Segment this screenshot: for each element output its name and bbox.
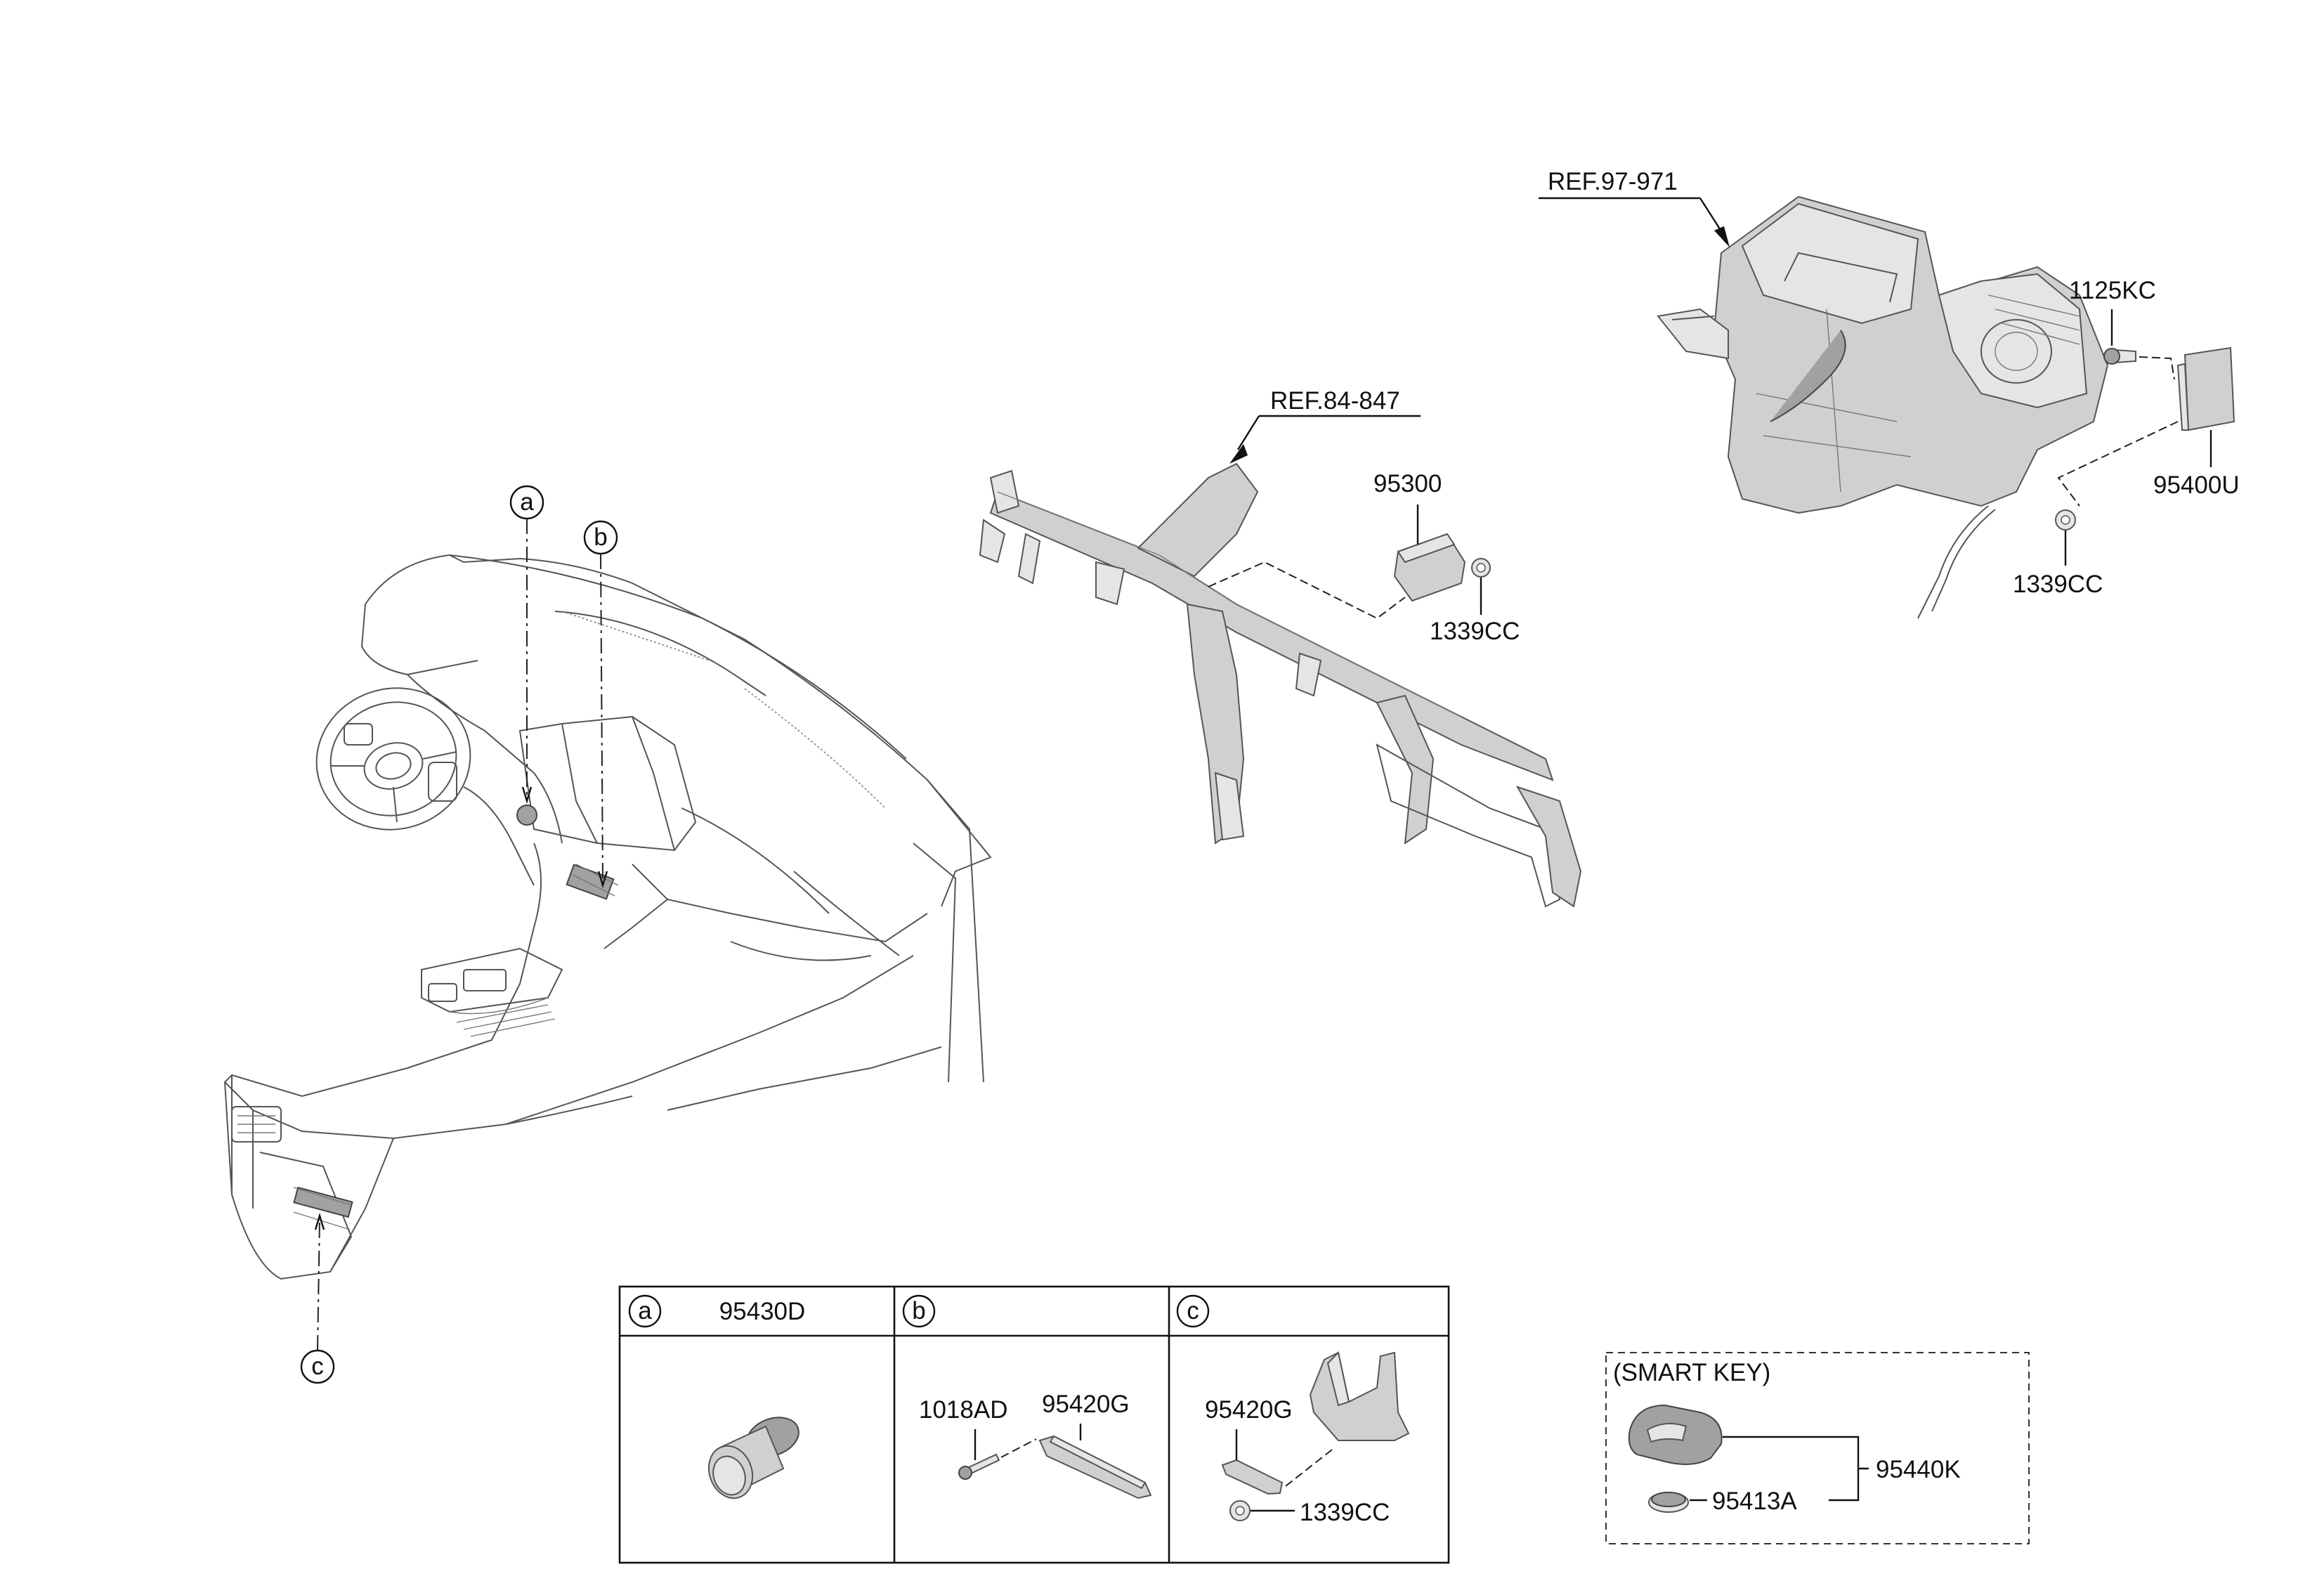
svg-text:95440K: 95440K (1876, 1456, 1961, 1483)
module-95400u: 95400U (2153, 346, 2240, 499)
key-fob (1628, 1404, 1723, 1465)
ref-cowl-crossbar: REF.84-847 (1229, 387, 1421, 464)
leader-1018ad (1000, 1438, 1037, 1458)
leader-c (317, 1218, 320, 1351)
svg-text:a: a (520, 488, 534, 516)
detail-table: a 95430D b 1018AD 95420G (618, 1285, 1450, 1564)
antenna-95420g-c (1221, 1459, 1284, 1495)
svg-text:b: b (912, 1297, 925, 1325)
svg-text:95413A: 95413A (1712, 1488, 1797, 1515)
svg-text:95400U: 95400U (2153, 471, 2240, 499)
antenna-95420g-b (1038, 1435, 1152, 1499)
svg-text:REF.97-971: REF.97-971 (1548, 168, 1678, 195)
svg-text:c: c (1187, 1297, 1199, 1325)
svg-text:(SMART KEY): (SMART KEY) (1613, 1359, 1770, 1386)
heater-unit-illustration (1657, 195, 2109, 619)
callout-c: c (300, 1349, 335, 1384)
leader-95300 (1208, 561, 1406, 620)
screw-1018ad (958, 1453, 1000, 1480)
dashboard-illustration (223, 554, 992, 1280)
arrow-a (521, 786, 533, 805)
nut-1339cc-c (1229, 1500, 1251, 1521)
svg-text:95300: 95300 (1373, 470, 1442, 497)
detail-cell-b: b 1018AD 95420G (902, 1294, 1152, 1499)
bolt-1125kc: 1125KC (2069, 277, 2156, 365)
svg-text:a: a (638, 1297, 652, 1325)
cowl-crossbar-illustration (979, 462, 1582, 908)
svg-text:1125KC: 1125KC (2069, 277, 2156, 304)
nut-1339cc-heater: 1339CC (2013, 509, 2103, 598)
leader-c-antenna (1285, 1447, 1336, 1487)
svg-text:1339CC: 1339CC (2013, 571, 2103, 598)
arrow-c (314, 1212, 325, 1230)
leader-95400u (2057, 356, 2179, 507)
svg-text:c: c (311, 1353, 324, 1380)
svg-text:1018AD: 1018AD (919, 1396, 1007, 1424)
svg-text:b: b (594, 523, 607, 551)
svg-text:95420G: 95420G (1042, 1391, 1130, 1418)
bracket-c (1309, 1351, 1410, 1441)
callout-b: b (583, 520, 618, 555)
switch-95430d (707, 1417, 799, 1499)
nut-1339cc-upper: 1339CC (1430, 558, 1520, 645)
svg-text:1339CC: 1339CC (1430, 618, 1520, 645)
detail-cell-c: c 95420G 1339CC (1176, 1294, 1410, 1526)
ref-heater-unit: REF.97-971 (1539, 168, 1730, 247)
arrow-b (597, 871, 608, 889)
svg-text:1339CC: 1339CC (1300, 1499, 1390, 1526)
leader-b (600, 553, 603, 883)
svg-text:REF.84-847: REF.84-847 (1270, 387, 1400, 415)
smart-key-box: (SMART KEY) 95440K 95413A (1605, 1352, 2030, 1544)
svg-text:95420G: 95420G (1205, 1396, 1293, 1424)
battery (1648, 1492, 1689, 1513)
module-95300: 95300 (1373, 470, 1466, 602)
callout-a: a (509, 485, 544, 520)
detail-cell-a: a 95430D (628, 1294, 806, 1499)
svg-text:95430D: 95430D (719, 1298, 806, 1325)
